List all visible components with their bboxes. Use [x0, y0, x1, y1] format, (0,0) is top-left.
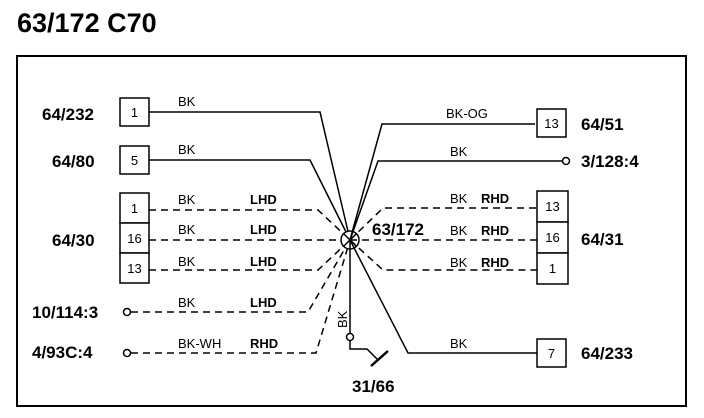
pin-number: 7 [548, 346, 555, 361]
variant-label: RHD [481, 191, 509, 206]
variant-label: LHD [250, 254, 277, 269]
wire-color-label: BK [178, 142, 196, 157]
pin-box-64-30-b [119, 222, 150, 254]
wire-color-label: BK [178, 254, 196, 269]
variant-label: LHD [250, 222, 277, 237]
wire-color-label: BK [178, 295, 196, 310]
pin-number: 1 [131, 201, 138, 216]
splice-label: 63/172 [372, 220, 424, 239]
ground-label: 31/66 [352, 377, 395, 396]
connector-64-30-label: 64/30 [52, 231, 95, 250]
diagram-frame [16, 55, 687, 407]
ground-terminal [345, 332, 355, 342]
wire-64-30-pin1 [149, 209, 351, 241]
wire-64-51 [349, 123, 535, 241]
wire-10-114-3 [131, 239, 351, 313]
ground-lead [349, 341, 379, 361]
wire-4-93c-4 [131, 239, 351, 354]
terminal-10-114-3 [122, 307, 132, 317]
variant-label: RHD [481, 255, 509, 270]
variant-label: RHD [481, 223, 509, 238]
pin-number: 1 [131, 105, 138, 120]
pin-box-64-30-a [119, 192, 150, 224]
connector-64-233-label: 64/233 [581, 344, 633, 363]
wire-color-label: BK [178, 192, 196, 207]
pin-number: 5 [131, 153, 138, 168]
wire-64-80 [149, 159, 351, 241]
connector-64-80-label: 64/80 [52, 152, 95, 171]
pin-number: 16 [127, 231, 141, 246]
wire-64-30-pin13 [149, 239, 351, 271]
pin-box-64-30-c [119, 252, 150, 284]
connector-64-232-label: 64/232 [42, 105, 94, 124]
wire-64-232 [149, 111, 351, 241]
diagram-title: 63/172 C70 [17, 8, 157, 38]
connector-64-51-label: 64/51 [581, 115, 624, 134]
connector-4-93c-4-label: 4/93C:4 [32, 343, 93, 362]
terminal-3-128-4 [561, 156, 571, 166]
wire-color-label: BK-OG [446, 106, 488, 121]
wire-color-label: BK [450, 191, 468, 206]
wire-color-label: BK-WH [178, 336, 221, 351]
wire-64-233 [349, 239, 537, 354]
pin-number: 16 [545, 230, 559, 245]
connector-10-114-3-label: 10/114:3 [32, 303, 98, 322]
wire-color-label: BK [450, 223, 468, 238]
connector-3-128-4-label: 3/128:4 [581, 152, 639, 171]
pin-number: 13 [127, 261, 141, 276]
pin-box-64-80 [119, 145, 150, 175]
pin-number: 13 [545, 199, 559, 214]
ground-symbol [370, 350, 389, 367]
wire-color-label: BK [450, 144, 468, 159]
wire-color-label: BK [178, 94, 196, 109]
wire-64-31-pin1 [349, 239, 537, 271]
wire-color-label: BK [335, 310, 350, 328]
pin-number: 13 [544, 116, 558, 131]
variant-label: LHD [250, 295, 277, 310]
wire-color-label: BK [450, 336, 468, 351]
wire-color-label: BK [178, 222, 196, 237]
pin-box-64-233 [536, 338, 567, 368]
wire-3-128-4 [349, 160, 562, 241]
pin-box-64-31-c [536, 252, 569, 285]
variant-label: LHD [250, 192, 277, 207]
pin-number: 1 [549, 261, 556, 276]
pin-box-64-232 [119, 97, 150, 127]
terminal-4-93c-4 [122, 348, 132, 358]
connector-64-31-label: 64/31 [581, 230, 624, 249]
variant-label: RHD [250, 336, 278, 351]
wire-color-label: BK [450, 255, 468, 270]
wire-64-31-pin13 [349, 207, 537, 241]
pin-box-64-51 [536, 108, 567, 138]
